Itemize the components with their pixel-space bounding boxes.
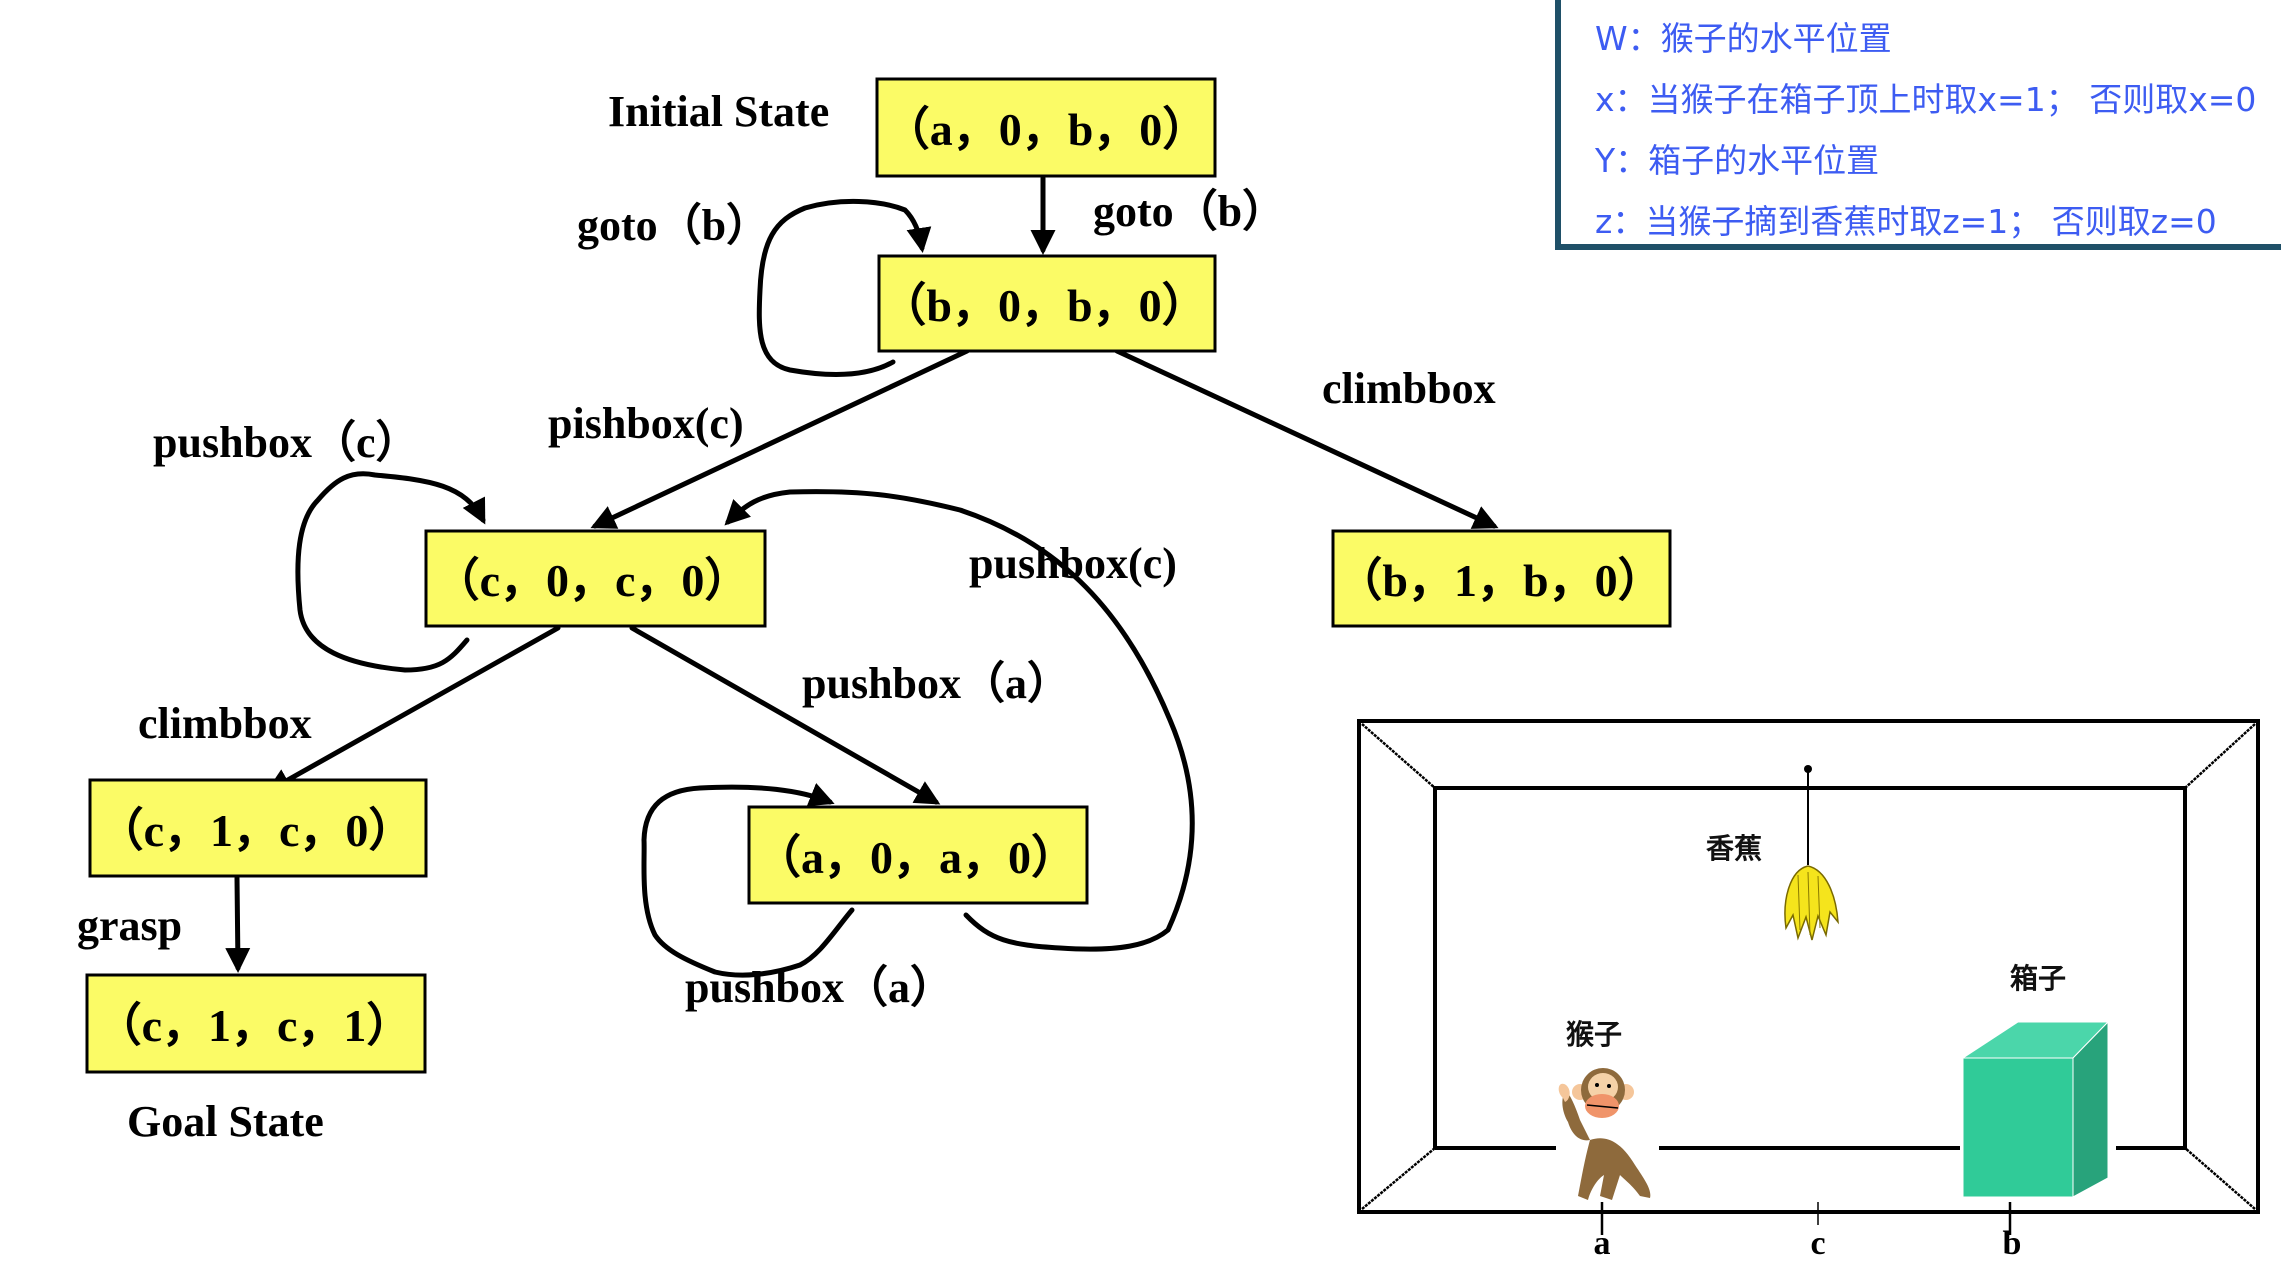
edge-label-goto-main: goto（b） bbox=[1093, 187, 1286, 236]
state-node-c0c0[interactable]: （c，0，c，0） bbox=[424, 529, 767, 628]
edge-label-pushbox-a: pushbox（a） bbox=[802, 659, 1071, 708]
state-node-initial[interactable]: （a，0，b，0） bbox=[875, 77, 1217, 178]
monkey-label: 猴子 bbox=[1566, 1018, 1622, 1051]
edge-climbbox-left bbox=[265, 625, 561, 793]
edge-goto-loop bbox=[756, 198, 932, 377]
monkey-icon bbox=[1558, 1068, 1651, 1200]
edge-label-goto-loop: goto（b） bbox=[577, 201, 770, 250]
room-outer-wall bbox=[1357, 719, 2260, 1214]
room-corner-line bbox=[1361, 1147, 1436, 1210]
initial-state-label: Initial State bbox=[608, 87, 829, 136]
room-corner-line bbox=[1361, 723, 1436, 789]
position-label-b: b bbox=[2003, 1225, 2022, 1262]
edge-label-grasp: grasp bbox=[77, 901, 182, 950]
room-corner-line bbox=[2184, 1147, 2256, 1210]
legend-line-w: W：猴子的水平位置 bbox=[1595, 19, 1892, 58]
goal-state-label: Goal State bbox=[127, 1097, 324, 1146]
state-node-c1c0[interactable]: （c，1，c，0） bbox=[88, 778, 428, 878]
edge-label-pishbox-c: pishbox(c) bbox=[548, 399, 744, 448]
edge-climbbox-right bbox=[1114, 348, 1499, 529]
variable-legend: W：猴子的水平位置 x：当猴子在箱子顶上时取x=1； 否则取x=0 Y：箱子的水… bbox=[1555, 0, 2281, 250]
state-label: （c，0，c，0） bbox=[434, 555, 751, 606]
edge-label-pushbox-a-loop: pushbox（a） bbox=[685, 963, 954, 1012]
state-label: （a，0，b，0） bbox=[884, 104, 1209, 155]
edge-label-pushbox-c-back: pushbox(c) bbox=[969, 539, 1177, 588]
edges bbox=[225, 175, 1499, 978]
box-icon bbox=[1961, 1020, 2110, 1198]
room-illustration: 香蕉 箱子 猴子 a c b bbox=[1357, 719, 2260, 1262]
state-label: （b，0，b，0） bbox=[880, 280, 1207, 331]
banana-label: 香蕉 bbox=[1706, 832, 1762, 865]
edge-pushbox-c-loop bbox=[295, 471, 486, 673]
state-node-b1b0[interactable]: （b，1，b，0） bbox=[1331, 529, 1672, 628]
edge-label-climbbox-right: climbbox bbox=[1322, 364, 1496, 413]
state-label: （c，1，c，0） bbox=[98, 805, 415, 856]
state-label: （c，1，c，1） bbox=[96, 1000, 413, 1051]
state-label: （a，0，a，0） bbox=[755, 832, 1077, 883]
state-node-a0a0[interactable]: （a，0，a，0） bbox=[747, 805, 1089, 905]
edge-grasp bbox=[225, 875, 251, 973]
position-label-c: c bbox=[1810, 1225, 1825, 1262]
room-corner-line bbox=[2184, 723, 2256, 789]
edge-label-pushbox-c-loop: pushbox（c） bbox=[153, 418, 420, 467]
edge-pushbox-a-loop bbox=[641, 782, 855, 978]
edge-label-climbbox-left: climbbox bbox=[138, 699, 312, 748]
edge-pishbox-c bbox=[590, 348, 970, 529]
legend-line-x: x：当猴子在箱子顶上时取x=1； 否则取x=0 bbox=[1595, 80, 2257, 119]
legend-line-z: z：当猴子摘到香蕉时取z=1； 否则取z=0 bbox=[1595, 202, 2217, 241]
edge-pushbox-c-back bbox=[724, 489, 1195, 952]
banana-bunch-icon bbox=[1784, 865, 1839, 941]
legend-line-y: Y：箱子的水平位置 bbox=[1595, 141, 1880, 180]
box-label: 箱子 bbox=[2010, 962, 2066, 995]
state-label: （b，1，b，0） bbox=[1336, 555, 1663, 606]
state-node-b0b0[interactable]: （b，0，b，0） bbox=[877, 254, 1217, 353]
state-node-goal[interactable]: （c，1，c，1） bbox=[85, 973, 427, 1074]
edge-pushbox-a bbox=[629, 625, 941, 805]
position-label-a: a bbox=[1594, 1225, 1611, 1262]
